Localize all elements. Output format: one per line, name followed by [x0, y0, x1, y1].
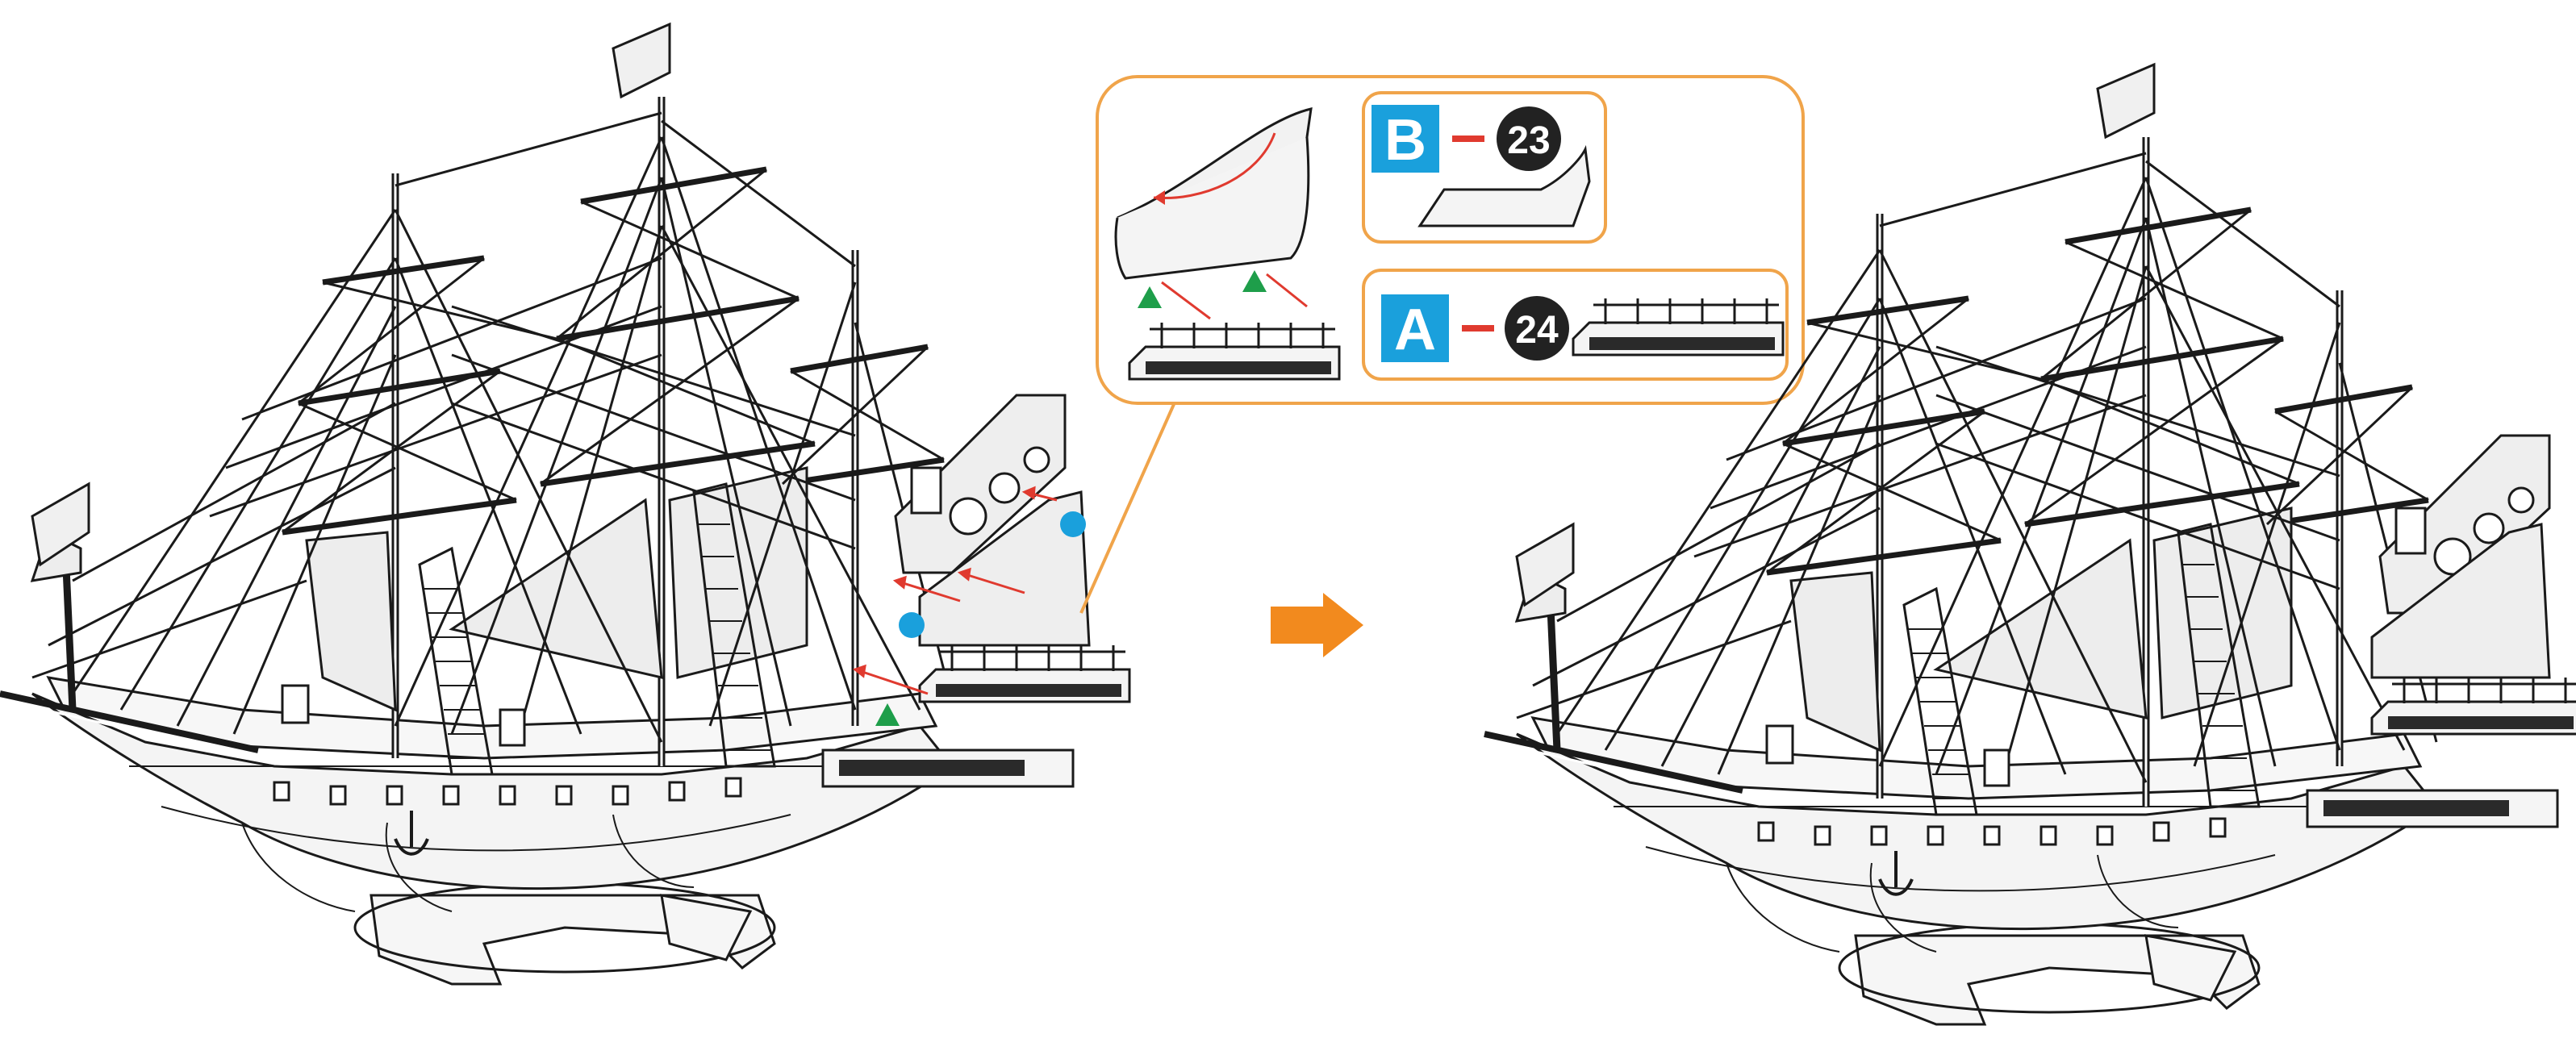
part-a-row: A 24 — [1362, 269, 1789, 381]
blue-marker-1 — [1060, 511, 1086, 537]
part-b-number: 23 — [1507, 119, 1550, 162]
stern-assembly-detail — [852, 486, 1131, 726]
parts-callout: B 23 A 24 — [1096, 75, 1805, 405]
green-marker-callout-1 — [1138, 286, 1162, 308]
part-a-number: 24 — [1515, 309, 1559, 352]
part-a-letter: A — [1394, 298, 1436, 362]
ship-after-illustration — [1484, 65, 2576, 1024]
part-b-number-circle — [1497, 106, 1561, 171]
ship-before-illustration — [0, 24, 1073, 984]
part-b-shape — [1417, 144, 1591, 227]
part-b-row: B 23 — [1362, 91, 1607, 244]
part-a-number-circle — [1505, 296, 1569, 361]
right-arrow-icon — [1271, 593, 1363, 657]
part-a-badge — [1381, 294, 1449, 362]
callout-connector — [1079, 394, 1179, 614]
green-marker-callout-2 — [1242, 270, 1267, 292]
exploded-parts-sketch — [1114, 107, 1341, 381]
part-b-letter: B — [1384, 108, 1426, 173]
green-marker — [875, 703, 900, 726]
blue-marker-2 — [899, 612, 925, 638]
part-b-badge — [1372, 105, 1439, 173]
